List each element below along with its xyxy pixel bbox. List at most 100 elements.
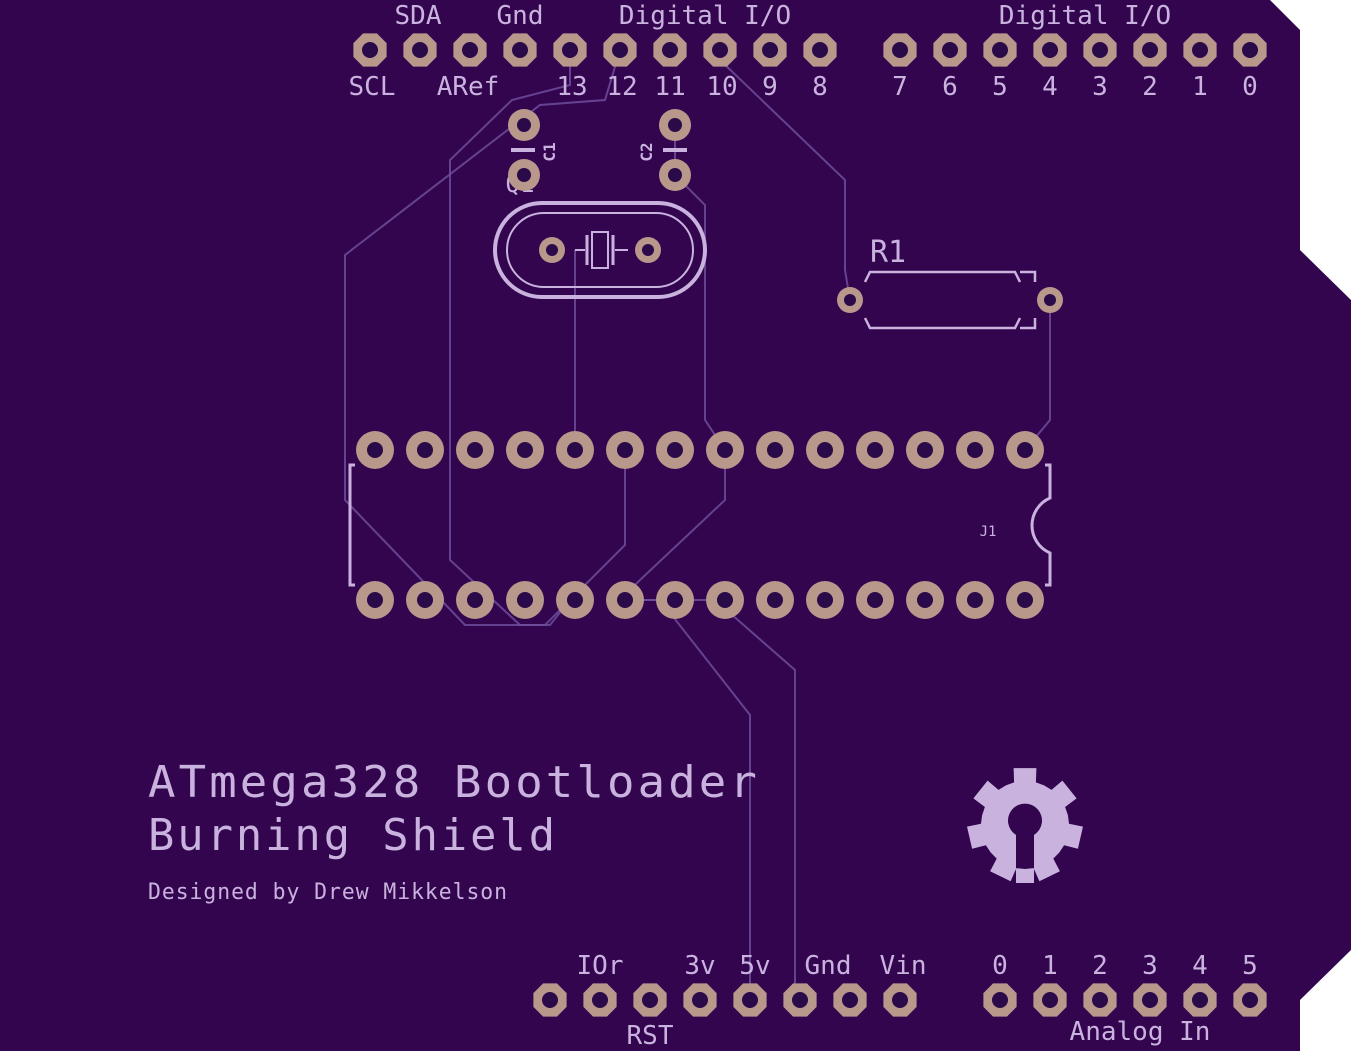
capacitor-pad: [508, 159, 540, 191]
dip-socket-j1: J1: [348, 463, 1052, 587]
crystal-pad: [635, 237, 661, 263]
pin-label: 5: [1242, 951, 1258, 981]
dip-pad: [356, 581, 394, 619]
c2-label: C2: [637, 142, 656, 161]
pin-label: 2: [1142, 72, 1158, 102]
header-pad: [653, 33, 687, 67]
header-pad: [1033, 983, 1067, 1017]
pin-label: Gnd: [805, 951, 852, 981]
dip-pad: [1006, 431, 1044, 469]
pin-label: 0: [992, 951, 1008, 981]
r1-label: R1: [870, 235, 906, 270]
dip-pad: [706, 581, 744, 619]
pin-label: 11: [654, 72, 685, 102]
header-pad: [833, 983, 867, 1017]
dip-pad: [406, 431, 444, 469]
header-pad: [1083, 33, 1117, 67]
header-pad: [803, 33, 837, 67]
header-pad: [753, 33, 787, 67]
header-pad: [1083, 983, 1117, 1017]
rst-label: RST: [627, 1021, 674, 1051]
header-pad: [1133, 983, 1167, 1017]
dip-pad: [656, 431, 694, 469]
dip-pad: [556, 581, 594, 619]
header-pad: [583, 983, 617, 1017]
title-line-1: ATmega328 Bootloader: [148, 757, 760, 808]
dip-pad: [456, 581, 494, 619]
header-pad: [633, 983, 667, 1017]
resistor-r1: R1: [863, 235, 1037, 330]
dip-pad: [606, 431, 644, 469]
capacitor-c2: C2: [637, 142, 687, 162]
header-pad: [683, 983, 717, 1017]
dip-pad: [356, 431, 394, 469]
capacitor-pad: [659, 109, 691, 141]
header-pad: [1033, 33, 1067, 67]
header-pad: [933, 33, 967, 67]
pin-label: 4: [1192, 951, 1208, 981]
header-pad: [353, 33, 387, 67]
header-pad: [553, 33, 587, 67]
pin-label: SCL: [349, 72, 396, 102]
dip-pad: [956, 431, 994, 469]
dip-pad: [756, 581, 794, 619]
pin-label: Vin: [880, 951, 927, 981]
dip-pad: [906, 581, 944, 619]
pin-label: 9: [762, 72, 778, 102]
dip-pad: [506, 431, 544, 469]
header-pad: [1183, 33, 1217, 67]
header-pad: [603, 33, 637, 67]
header-pad: [1233, 983, 1267, 1017]
header-pad: [983, 983, 1017, 1017]
analog-in-label: Analog In: [1070, 1017, 1211, 1047]
pin-label: 8: [812, 72, 828, 102]
header-pad: [703, 33, 737, 67]
crystal-q1: [493, 201, 707, 299]
dip-pad: [906, 431, 944, 469]
header-pad: [733, 983, 767, 1017]
pin-label: 3: [1092, 72, 1108, 102]
capacitor-pad: [508, 109, 540, 141]
pin-label: 3v: [684, 951, 715, 981]
dip-pad: [406, 581, 444, 619]
title-line-2: Burning Shield: [148, 810, 558, 861]
sda-label: SDA: [395, 1, 442, 31]
header-pad: [1183, 983, 1217, 1017]
capacitor-pad: [659, 159, 691, 191]
gnd-label-top: Gnd: [497, 1, 544, 31]
dip-pad: [1006, 581, 1044, 619]
pin-label: IOr: [577, 951, 624, 981]
header-pad: [883, 33, 917, 67]
pin-label: 4: [1042, 72, 1058, 102]
header-pad: [783, 983, 817, 1017]
pin-label: 0: [1242, 72, 1258, 102]
digital-io-label-left: Digital I/O: [619, 1, 791, 31]
dip-pad: [606, 581, 644, 619]
header-pad: [533, 983, 567, 1017]
pin-label: 5: [992, 72, 1008, 102]
dip-pad: [856, 431, 894, 469]
top-header-labels: SDA Gnd Digital I/O Digital I/O: [395, 1, 1172, 31]
pin-label: 12: [606, 72, 637, 102]
pin-label: 6: [942, 72, 958, 102]
capacitor-c1: C1: [511, 142, 559, 162]
designer-credit: Designed by Drew Mikkelson: [148, 880, 508, 905]
header-pad: [403, 33, 437, 67]
open-source-hardware-logo: [967, 768, 1083, 883]
dip-pad: [956, 581, 994, 619]
pin-label: 13: [556, 72, 587, 102]
dip-pad: [756, 431, 794, 469]
dip-pad: [856, 581, 894, 619]
c1-label: C1: [540, 142, 559, 161]
pads: [353, 33, 1267, 1017]
header-pad: [503, 33, 537, 67]
pin-label: 2: [1092, 951, 1108, 981]
crystal-pad: [539, 237, 565, 263]
dip-pad: [506, 581, 544, 619]
header-pad: [983, 33, 1017, 67]
header-pad: [1233, 33, 1267, 67]
